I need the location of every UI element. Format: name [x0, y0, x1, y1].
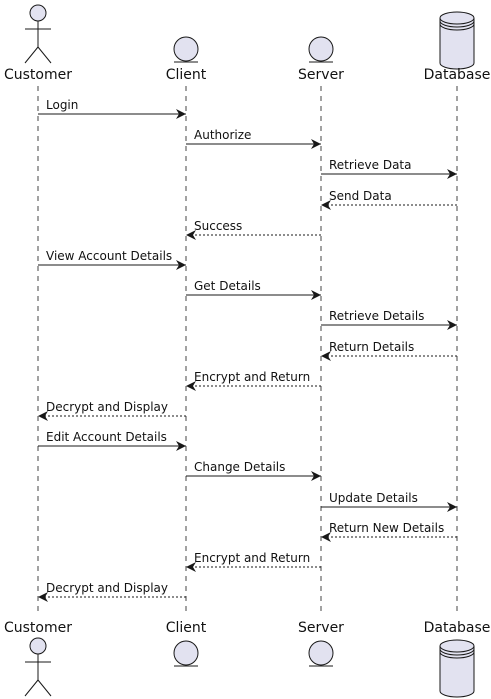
- message-label: Update Details: [329, 491, 418, 505]
- message-9: Return Details: [321, 340, 457, 361]
- message-label: Return New Details: [329, 521, 444, 535]
- entity-icon: [308, 36, 334, 63]
- database-icon: [439, 639, 475, 698]
- participant-label: Database: [424, 67, 491, 83]
- participant-client-top: Client: [166, 36, 207, 83]
- participant-label: Customer: [4, 620, 72, 636]
- participant-label: Server: [298, 620, 344, 636]
- message-16: Encrypt and Return: [186, 551, 321, 572]
- message-label: Authorize: [194, 128, 251, 142]
- message-12: Edit Account Details: [38, 430, 186, 451]
- message-label: Send Data: [329, 189, 392, 203]
- entity-icon: [173, 640, 199, 667]
- message-label: Decrypt and Display: [46, 400, 168, 414]
- message-17: Decrypt and Display: [38, 581, 186, 602]
- message-13: Change Details: [186, 460, 321, 481]
- message-label: Retrieve Data: [329, 158, 412, 172]
- participant-label: Customer: [4, 67, 72, 83]
- participant-label: Server: [298, 67, 344, 83]
- message-3: Retrieve Data: [321, 158, 457, 179]
- actor-icon: [24, 637, 52, 697]
- participant-label: Client: [166, 620, 207, 636]
- message-label: View Account Details: [46, 249, 172, 263]
- entity-icon: [308, 640, 334, 667]
- participant-database-top: Database: [424, 11, 491, 83]
- message-1: Login: [38, 98, 186, 119]
- message-label: Change Details: [194, 460, 285, 474]
- message-label: Success: [194, 219, 242, 233]
- message-6: View Account Details: [38, 249, 186, 270]
- participant-database-bottom: Database: [424, 620, 491, 698]
- message-label: Get Details: [194, 279, 261, 293]
- participant-server-top: Server: [298, 36, 344, 83]
- entity-icon: [173, 36, 199, 63]
- message-10: Encrypt and Return: [186, 370, 321, 391]
- actor-icon: [24, 4, 52, 64]
- message-label: Encrypt and Return: [194, 370, 310, 384]
- message-label: Encrypt and Return: [194, 551, 310, 565]
- message-2: Authorize: [186, 128, 321, 149]
- message-14: Update Details: [321, 491, 457, 512]
- message-8: Retrieve Details: [321, 309, 457, 330]
- participant-client-bottom: Client: [166, 620, 207, 667]
- message-15: Return New Details: [321, 521, 457, 542]
- message-label: Decrypt and Display: [46, 581, 168, 595]
- message-11: Decrypt and Display: [38, 400, 186, 421]
- participant-customer-bottom: Customer: [4, 620, 72, 697]
- database-icon: [439, 11, 475, 70]
- message-label: Login: [46, 98, 78, 112]
- message-label: Edit Account Details: [46, 430, 167, 444]
- message-4: Send Data: [321, 189, 457, 210]
- participant-customer-top: Customer: [4, 4, 72, 83]
- participant-label: Database: [424, 620, 491, 636]
- message-label: Retrieve Details: [329, 309, 424, 323]
- message-7: Get Details: [186, 279, 321, 300]
- message-5: Success: [186, 219, 321, 240]
- participant-server-bottom: Server: [298, 620, 344, 667]
- message-label: Return Details: [329, 340, 414, 354]
- participant-label: Client: [166, 67, 207, 83]
